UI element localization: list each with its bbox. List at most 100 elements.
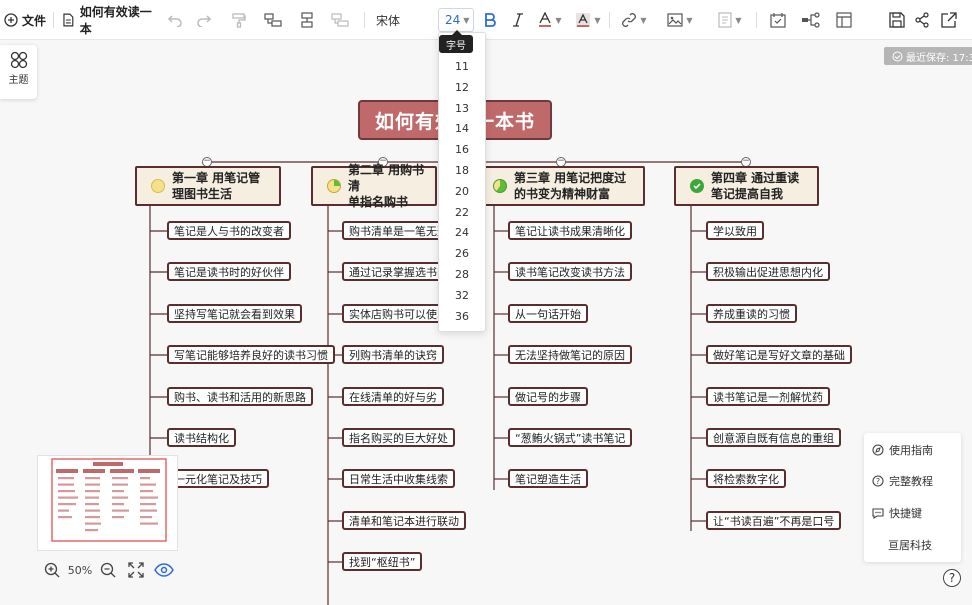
bold-icon <box>485 13 496 27</box>
leaf-node[interactable]: 做好笔记是写好文章的基础 <box>706 345 852 364</box>
font-size-option[interactable]: 18 <box>455 164 469 177</box>
shortcuts-link[interactable]: 快捷键 <box>872 503 922 523</box>
theme-panel-button[interactable]: 主题 <box>0 45 37 99</box>
font-size-option[interactable]: 11 <box>455 60 469 73</box>
user-guide-link[interactable]: 使用指南 <box>872 440 933 460</box>
share-button[interactable] <box>911 8 933 32</box>
fit-screen-button[interactable] <box>126 560 146 580</box>
minimap-leaf <box>140 509 157 512</box>
insert-note-button[interactable]: ▼ <box>714 8 746 32</box>
insert-child-node-button[interactable] <box>262 8 284 32</box>
font-size-option[interactable]: 20 <box>455 184 469 198</box>
leaf-node[interactable]: 无法坚持做笔记的原因 <box>508 345 632 364</box>
leaf-node[interactable]: 学以致用 <box>706 221 764 240</box>
question-circle-icon: ? <box>872 475 884 487</box>
layout-button[interactable] <box>833 8 855 32</box>
leaf-node[interactable]: 笔记是人与书的改变者 <box>167 221 291 240</box>
font-size-option[interactable]: 16 <box>455 143 469 157</box>
minimap[interactable] <box>37 455 178 551</box>
font-size-select[interactable]: 24 ▼ <box>438 8 474 32</box>
full-tutorial-link[interactable]: ? 完整教程 <box>872 471 933 491</box>
leaf-node[interactable]: 做记号的步骤 <box>508 387 588 406</box>
help-item-label: 完整教程 <box>889 475 933 488</box>
calendar-check-icon <box>770 13 786 28</box>
leaf-node[interactable]: 笔记塑造生活 <box>508 469 588 488</box>
leaf-node[interactable]: 读书结构化 <box>167 428 236 447</box>
structure-button[interactable] <box>799 8 823 32</box>
leaf-node[interactable]: 通过记录掌握选书的 <box>342 262 455 281</box>
leaf-node[interactable]: 笔记是读书时的好伙伴 <box>167 262 291 281</box>
font-size-option[interactable]: 26 <box>455 247 469 261</box>
save-button[interactable] <box>886 8 908 32</box>
export-button[interactable] <box>938 8 960 32</box>
leaf-node[interactable]: 积极输出促进思想内化 <box>706 262 830 281</box>
font-size-option[interactable]: 28 <box>455 268 469 281</box>
minimap-leaf <box>140 477 150 480</box>
leaf-node[interactable]: 读书笔记改变读书方法 <box>508 262 632 281</box>
insert-image-button[interactable]: ▼ <box>664 8 696 32</box>
leaf-node[interactable]: 从一句话开始 <box>508 304 588 323</box>
structure-icon <box>802 12 820 28</box>
leaf-node[interactable]: 创意源自既有信息的重组 <box>706 428 841 447</box>
font-size-option[interactable]: 22 <box>455 205 469 219</box>
zoom-level: 50% <box>67 563 93 577</box>
leaf-node[interactable]: 指名购买的巨大好处 <box>342 428 455 447</box>
toolbar: 文件 如何有效读一本 宋体 24 ▼ ▼ ▼ <box>0 0 972 40</box>
leaf-node[interactable]: 让“书读百遍”不再是口号 <box>706 511 842 530</box>
leaf-node[interactable]: 日常生活中收集线索 <box>342 469 455 488</box>
redo-button[interactable] <box>193 8 215 32</box>
chapter-node[interactable]: 第三章 用笔记把度过的书变为精神财富 <box>477 166 645 206</box>
leaf-node[interactable]: 在线清单的好与劣 <box>342 387 444 406</box>
font-size-option[interactable]: 36 <box>455 309 469 323</box>
font-size-option[interactable]: 14 <box>455 122 469 136</box>
leaf-node[interactable]: 坚持写笔记就会看到效果 <box>167 304 302 323</box>
zoom-out-button[interactable] <box>98 560 118 580</box>
share-icon <box>915 12 929 28</box>
zoom-controls: 50% <box>42 560 174 580</box>
chapter-node[interactable]: 第一章 用笔记管理图书生活 <box>135 166 281 206</box>
insert-task-button[interactable] <box>767 8 789 32</box>
leaf-node[interactable]: 实体店购书可以使印 <box>342 304 455 323</box>
leaf-node[interactable]: 找到“枢纽书” <box>342 552 423 571</box>
toolbar-divider <box>609 12 610 28</box>
leaf-node[interactable]: 笔记让读书成果清晰化 <box>508 221 632 240</box>
minimap-leaf <box>58 516 72 519</box>
zoom-in-button[interactable] <box>42 560 62 580</box>
font-size-option[interactable]: 32 <box>455 288 469 302</box>
file-menu-button[interactable]: 文件 <box>4 8 46 32</box>
chapter-node[interactable]: 第二章 用购书清单指名购书 <box>311 163 437 209</box>
document-title[interactable]: 如何有效读一本 <box>62 5 162 36</box>
leaf-node[interactable]: 写笔记能够培养良好的读书习惯 <box>167 345 335 364</box>
leaf-node[interactable]: “葱鲔火锅式”读书笔记 <box>508 428 633 447</box>
font-size-option[interactable]: 13 <box>455 101 469 115</box>
insert-sibling-node-button[interactable] <box>296 8 318 32</box>
leaf-node[interactable]: 将检索数字化 <box>706 469 786 488</box>
insert-link-button[interactable]: ▼ <box>618 8 650 32</box>
font-family-value: 宋体 <box>376 13 401 28</box>
font-family-select[interactable]: 宋体 <box>376 8 426 32</box>
help-button[interactable]: ? <box>943 569 961 587</box>
highlight-color-button[interactable]: ▼ <box>573 8 603 32</box>
leaf-node[interactable]: 清单和笔记本进行联动 <box>342 511 466 530</box>
format-painter-button[interactable] <box>228 8 250 32</box>
insert-parent-node-button[interactable] <box>329 8 351 32</box>
leaf-node[interactable]: 读书笔记是一剂解忧药 <box>706 387 830 406</box>
italic-button[interactable] <box>508 8 528 32</box>
undo-button[interactable] <box>164 8 186 32</box>
leaf-node[interactable]: 购书、读书和活用的新思路 <box>167 387 313 406</box>
bold-button[interactable] <box>480 8 500 32</box>
font-size-option[interactable]: 24 <box>455 226 469 240</box>
leaf-node[interactable]: 列购书清单的诀窍 <box>342 345 444 364</box>
font-size-option[interactable]: 12 <box>455 80 469 94</box>
chapter-node[interactable]: 第四章 通过重读笔记提高自我 <box>674 166 819 206</box>
leaf-node[interactable]: 养成重读的习惯 <box>706 304 797 323</box>
minimap-leaf <box>85 509 100 512</box>
company-link[interactable]: 亘居科技 <box>888 535 932 555</box>
minimap-leaf <box>85 522 101 525</box>
leaf-node[interactable]: 购书清单是一笔无形 <box>342 221 455 240</box>
font-color-button[interactable]: ▼ <box>535 8 565 32</box>
font-color-icon <box>539 12 552 27</box>
toggle-minimap-button[interactable] <box>154 560 174 580</box>
leaf-node[interactable]: 一元化笔记及技巧 <box>167 469 269 488</box>
